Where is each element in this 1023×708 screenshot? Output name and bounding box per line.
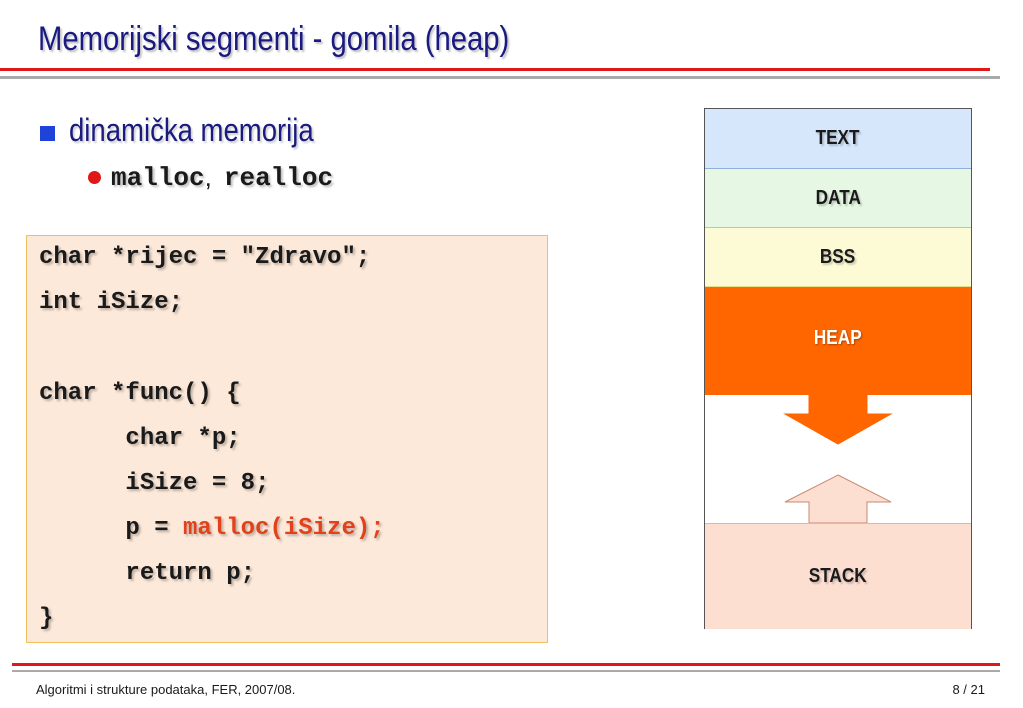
heap-growth-arrow-down-icon: [783, 394, 893, 445]
dot-bullet-icon: [88, 171, 101, 184]
footer-divider-red: [12, 663, 1000, 666]
memory-layout-diagram: TEXT DATA BSS HEAP STACK: [704, 108, 972, 629]
code-line-malloc: p = malloc(iSize);: [39, 515, 385, 542]
bullet-item: dinamička memorija: [40, 112, 354, 149]
segment-text-label: TEXT: [816, 127, 860, 149]
slide-title: Memorijski segmenti - gomila (heap): [38, 20, 510, 58]
footer-page-number: 8 / 21: [952, 682, 985, 697]
code-highlight-malloc: malloc(iSize);: [183, 515, 385, 542]
code-line: return p;: [39, 560, 256, 587]
segment-stack: STACK: [705, 523, 971, 629]
segment-stack-label: STACK: [809, 565, 867, 587]
code-line: iSize = 8;: [39, 470, 270, 497]
code-line: char *func() {: [39, 380, 241, 407]
square-bullet-icon: [40, 126, 55, 141]
title-divider-gray: [0, 76, 1000, 79]
stack-growth-arrow-up-icon: [784, 474, 892, 524]
segment-text: TEXT: [705, 109, 971, 169]
code-line: char *p;: [39, 425, 241, 452]
segment-data-label: DATA: [815, 186, 861, 209]
segment-data: DATA: [705, 169, 971, 228]
footer-course: Algoritmi i strukture podataka, FER, 200…: [36, 682, 296, 697]
segment-heap: HEAP: [705, 287, 971, 395]
code-block: char *rijec = "Zdravo"; int iSize; char …: [26, 235, 548, 643]
bullet-text: dinamička memorija: [69, 112, 314, 148]
code-line: char *rijec = "Zdravo";: [39, 244, 371, 271]
title-divider-red: [0, 68, 990, 71]
code-line: }: [39, 605, 54, 632]
sub-bullet-malloc: malloc: [111, 162, 205, 193]
segment-bss-label: BSS: [820, 245, 856, 268]
footer-divider-gray: [12, 670, 1000, 672]
segment-heap-label: HEAP: [814, 327, 862, 349]
sub-bullet-item: malloc , realloc: [88, 162, 333, 193]
segment-bss: BSS: [705, 228, 971, 287]
code-line: int iSize;: [39, 289, 184, 316]
sub-bullet-separator: ,: [204, 162, 212, 192]
sub-bullet-realloc: realloc: [223, 162, 334, 193]
code-line-prefix: p =: [39, 515, 184, 542]
